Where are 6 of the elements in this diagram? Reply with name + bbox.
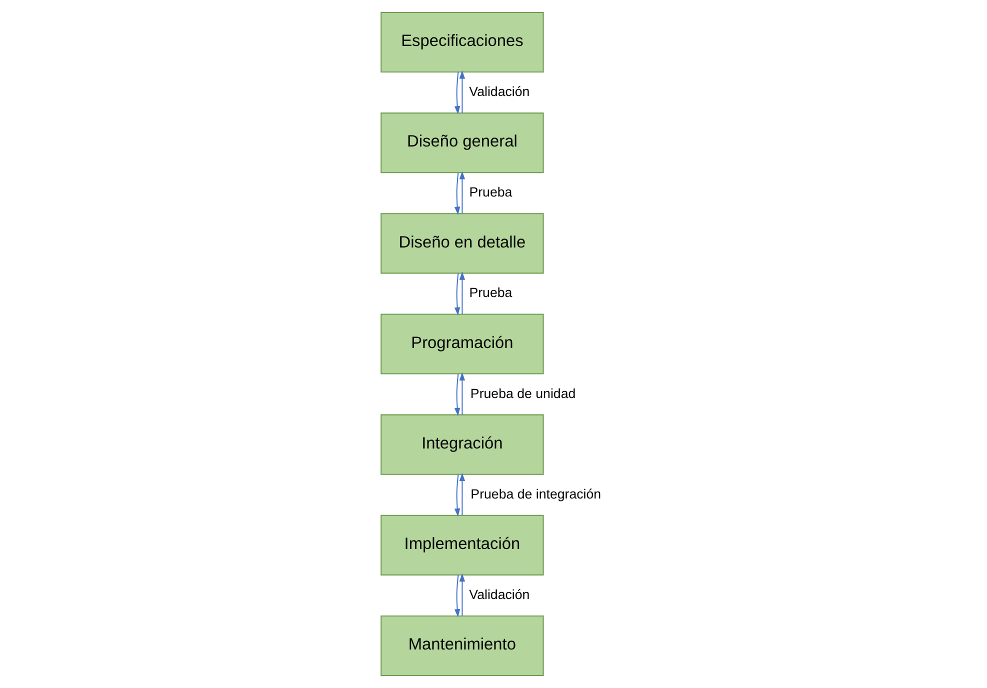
edge-label: Prueba	[469, 184, 512, 200]
edge-label: Prueba de unidad	[470, 386, 576, 401]
edge-label: Validación	[469, 586, 530, 602]
edge-label: Validación	[469, 84, 530, 100]
edge-label: Prueba	[469, 285, 512, 300]
edge-label: Prueba de integración	[470, 486, 602, 502]
